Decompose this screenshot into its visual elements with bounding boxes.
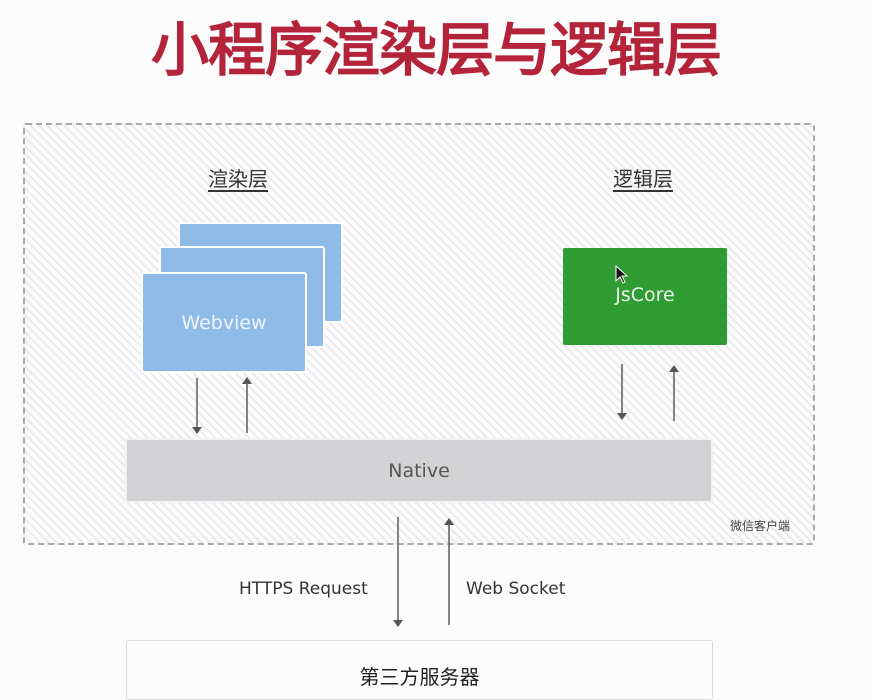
render-layer-heading: 渲染层 bbox=[208, 167, 268, 191]
mouse-pointer-icon bbox=[615, 265, 629, 284]
arrow-up-native-to-jscore bbox=[669, 365, 679, 421]
arrow-up-native-to-webview bbox=[242, 377, 252, 433]
webview-card-front[interactable]: Webview bbox=[141, 272, 307, 373]
webview-label: Webview bbox=[181, 312, 267, 334]
arrow-down-webview-to-native bbox=[192, 378, 202, 434]
web-socket-label: Web Socket bbox=[466, 579, 566, 599]
server-label: 第三方服务器 bbox=[359, 665, 480, 689]
https-request-label: HTTPS Request bbox=[239, 579, 368, 599]
arrow-down-https-request bbox=[393, 517, 403, 627]
native-label: Native bbox=[388, 460, 450, 482]
third-party-server-box[interactable]: 第三方服务器 bbox=[126, 640, 713, 700]
logic-layer-heading: 逻辑层 bbox=[613, 167, 673, 191]
arrow-up-web-socket bbox=[444, 518, 454, 625]
wechat-client-label: 微信客户端 bbox=[730, 519, 791, 533]
jscore-box[interactable]: JsCore bbox=[563, 248, 727, 345]
jscore-label: JsCore bbox=[615, 284, 675, 306]
page-title: 小程序渲染层与逻辑层 bbox=[150, 16, 722, 84]
arrow-down-jscore-to-native bbox=[617, 364, 627, 420]
native-layer-bar[interactable]: Native bbox=[125, 438, 713, 503]
